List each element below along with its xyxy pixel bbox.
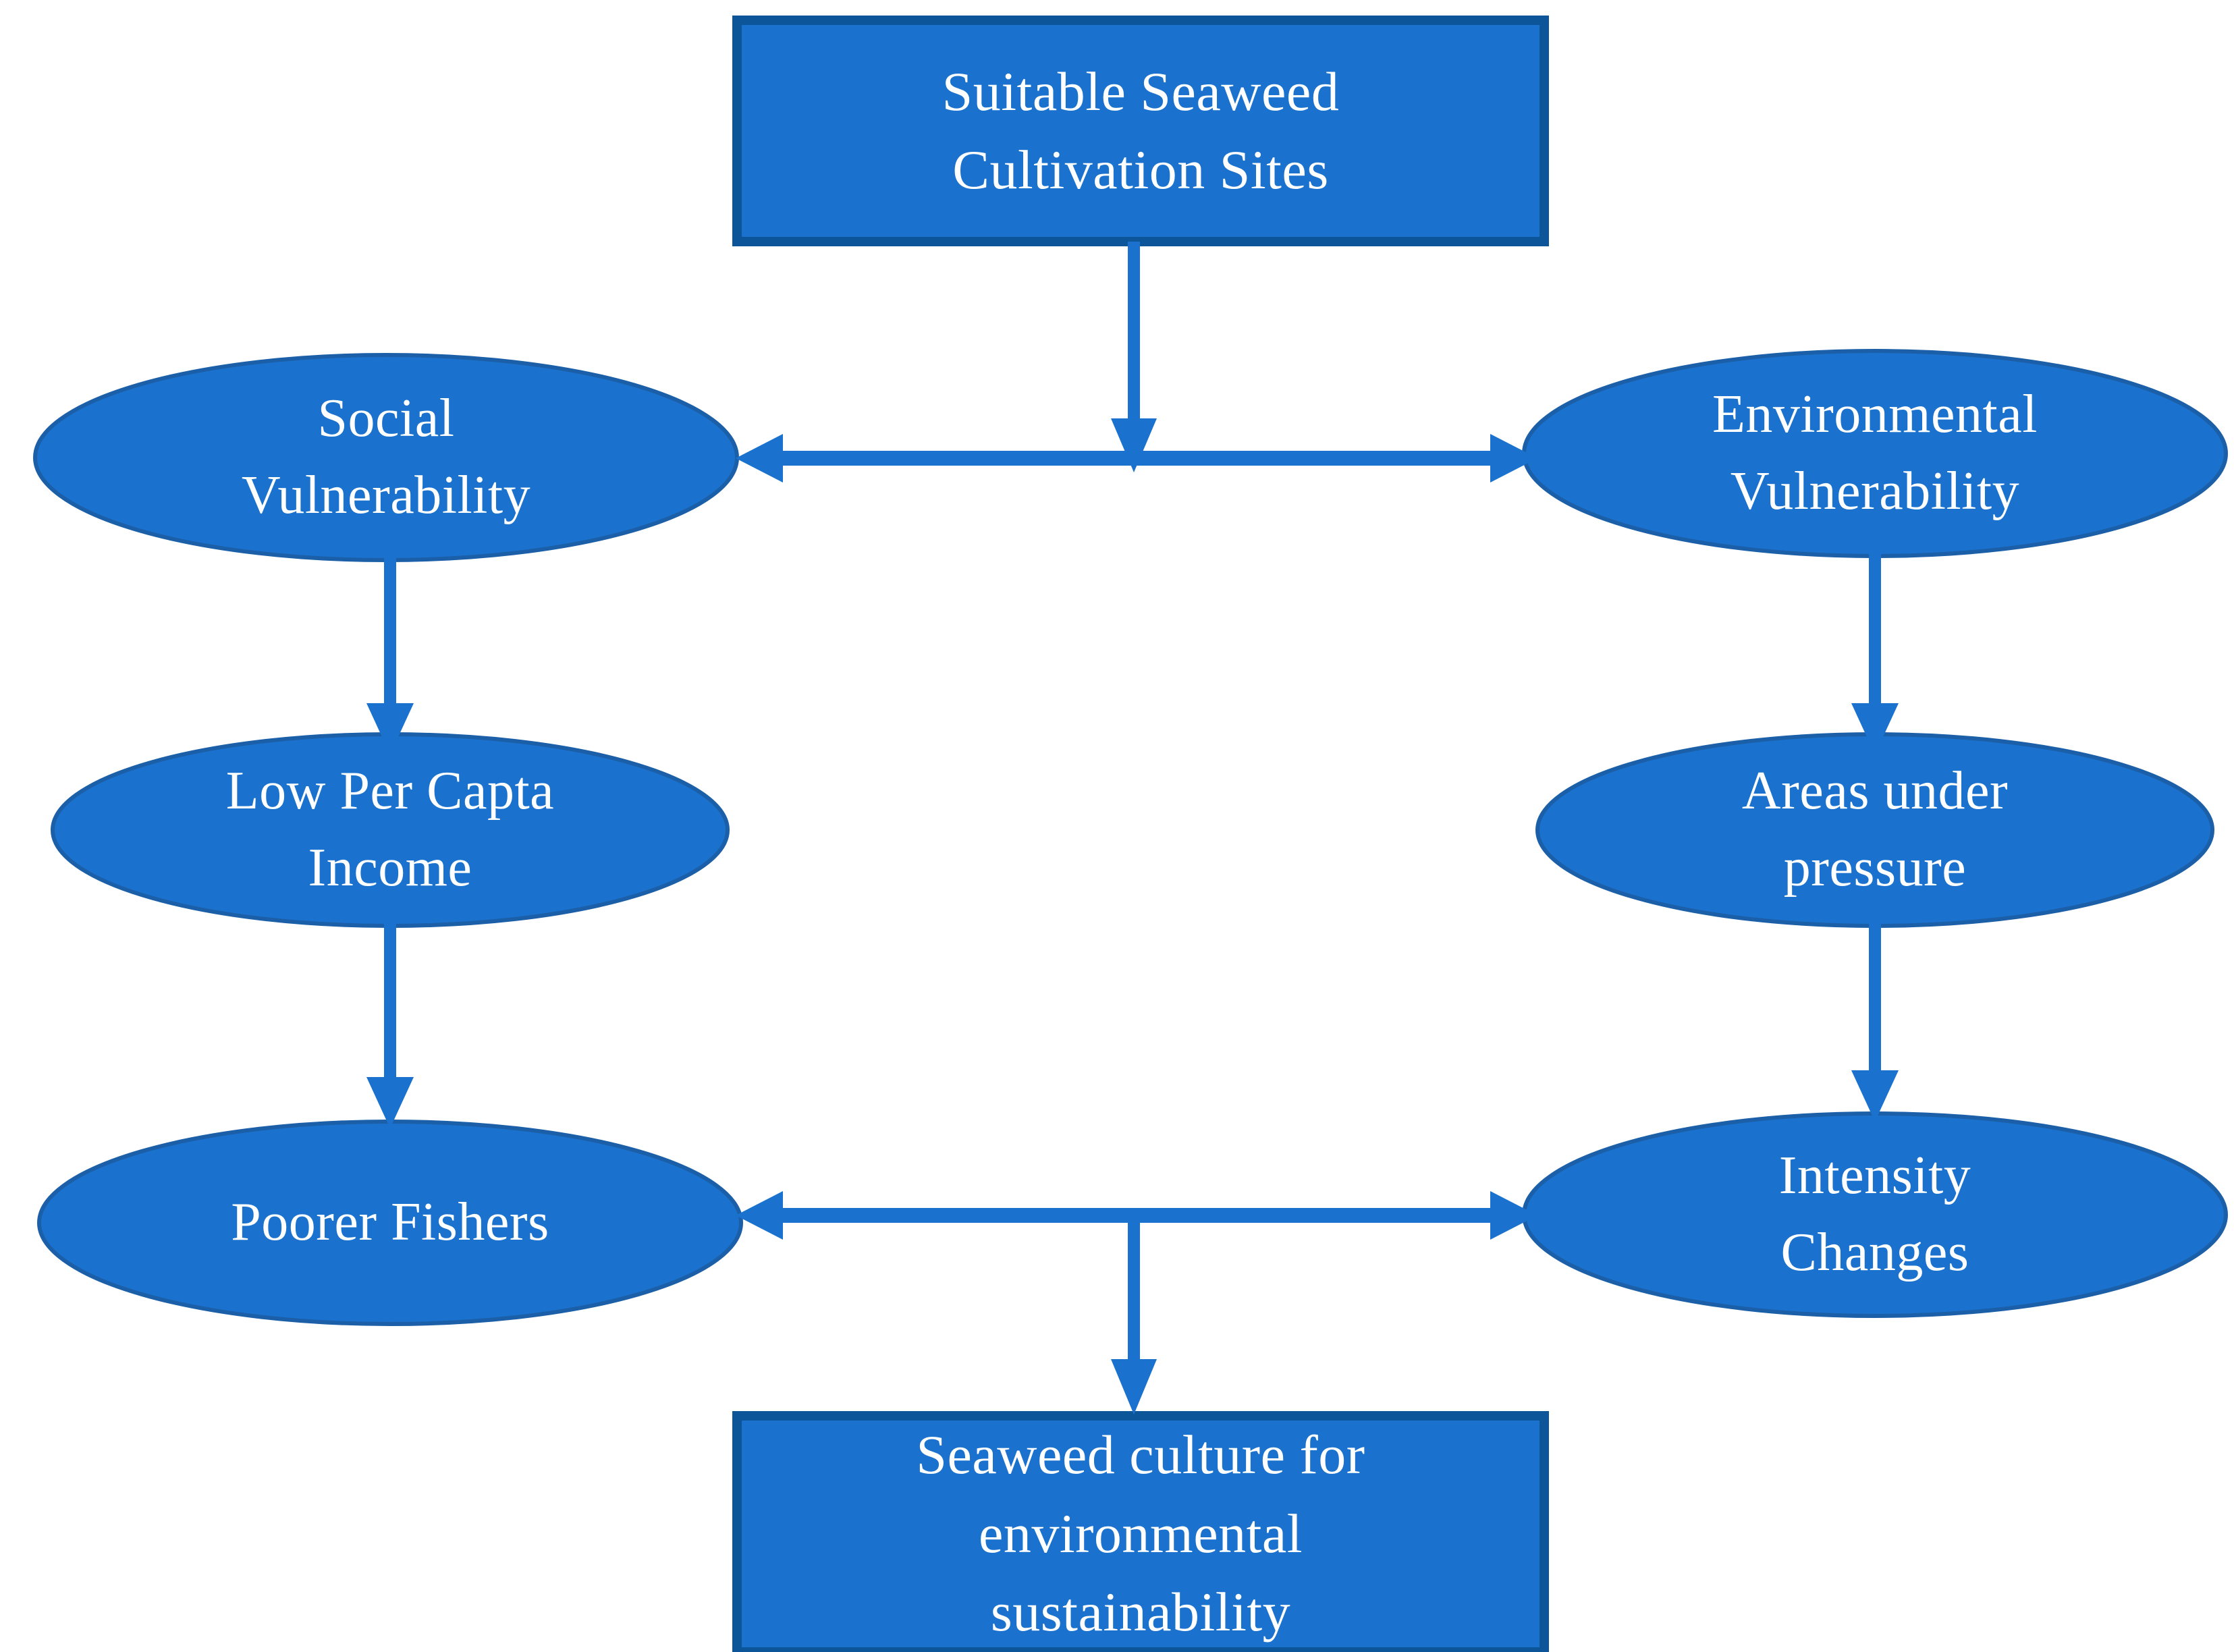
node-low-per-capta-income-shape[interactable] xyxy=(51,732,730,928)
node-suitable-sites-shape[interactable] xyxy=(732,16,1549,246)
connector-pressure-to-intensity xyxy=(1851,923,1899,1122)
node-social-vulnerability-shape[interactable] xyxy=(33,353,739,562)
connector-link-to-seaweed-culture xyxy=(1111,1223,1157,1414)
node-seaweed-culture-sustainability-shape[interactable] xyxy=(732,1411,1549,1652)
connector-fishers-intensity-link xyxy=(736,1191,1537,1240)
node-poorer-fishers-shape[interactable] xyxy=(37,1120,743,1326)
node-areas-under-pressure-shape[interactable] xyxy=(1535,732,2214,928)
connector-social-to-income xyxy=(366,553,414,754)
node-environmental-vulnerability-shape[interactable] xyxy=(1522,349,2228,558)
connector-social-environmental-link xyxy=(736,434,1537,483)
connector-sites-to-vulnerability-axis xyxy=(1111,242,1157,472)
node-intensity-changes-shape[interactable] xyxy=(1522,1111,2228,1318)
connector-income-to-fishers xyxy=(366,923,414,1128)
connector-environmental-to-pressure xyxy=(1851,548,1899,754)
